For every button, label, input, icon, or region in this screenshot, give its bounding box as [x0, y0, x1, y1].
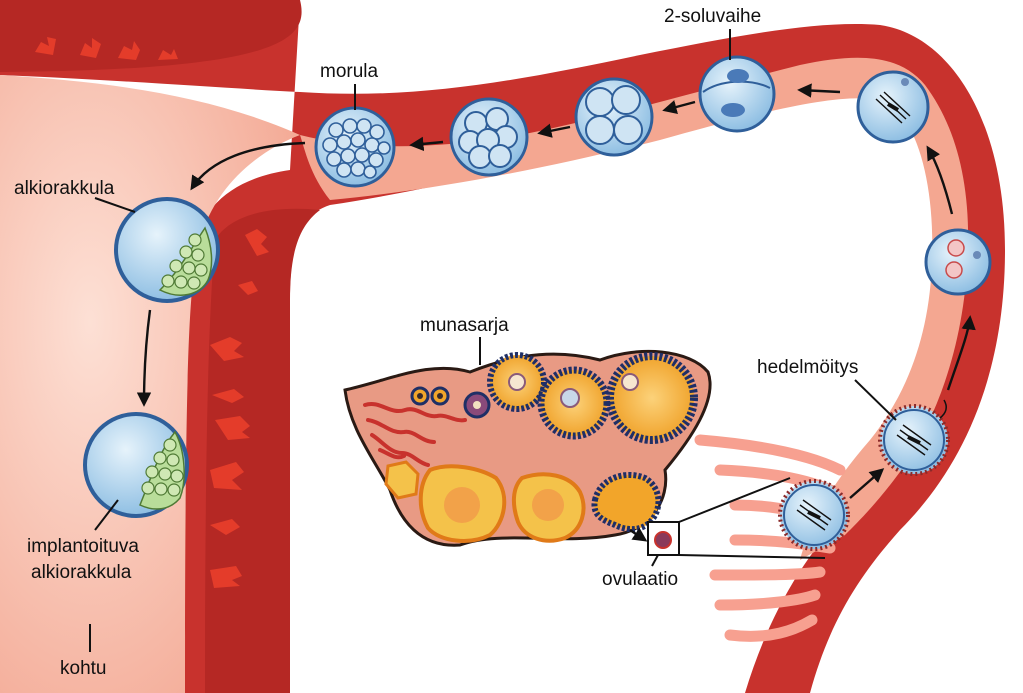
leader-implanting [94, 499, 119, 531]
labels: 2-soluvaihe morula alkiorakkula munasarj… [14, 6, 897, 679]
small-follicles [410, 386, 491, 419]
arrow-4cell-to-8cell [537, 123, 571, 138]
implanting-blastocyst-stage [83, 412, 189, 518]
ovary [343, 349, 826, 559]
corpora-lutea [384, 460, 586, 543]
two-cell-stage [698, 55, 776, 133]
uterus-side-wall [205, 208, 320, 693]
growing-follicles [487, 352, 698, 444]
label-morula: morula [320, 61, 379, 82]
fertilization-stage [878, 399, 950, 476]
arrow-oocyte-to-fertilization [849, 468, 885, 499]
arrow-division-to-2cell [797, 83, 841, 98]
leader-fertilization [854, 379, 897, 421]
arrow-pronuclear-to-division [926, 145, 954, 215]
arrow-2cell-to-4cell [662, 100, 696, 114]
first-division-stage [856, 70, 930, 144]
arrow-fertilization-to-pronuclear [946, 315, 976, 391]
eight-cell-stage [449, 97, 529, 177]
callout-line-top [678, 477, 791, 523]
leader-ovulation [651, 554, 659, 567]
label-implanting-line2: alkiorakkula [31, 562, 132, 583]
endometrial-glands-top [35, 37, 178, 60]
label-two-cell: 2-soluvaihe [664, 6, 761, 27]
callout-line-bottom [678, 554, 826, 559]
blastocyst-stage [114, 197, 220, 303]
label-ovulation: ovulaatio [602, 569, 678, 590]
migration-arrows [136, 83, 976, 499]
arrow-8cell-to-morula [409, 136, 444, 152]
morula-stage [314, 106, 396, 188]
released-oocyte [654, 531, 672, 549]
oocyte-stage [778, 479, 850, 551]
label-uterus: kohtu [60, 658, 106, 679]
four-cell-stage [574, 77, 654, 157]
label-implanting-line1: implantoituva [27, 536, 139, 557]
label-ovary: munasarja [420, 315, 509, 336]
uterine-cavity [0, 75, 300, 693]
endometrial-glands-side [210, 229, 269, 588]
pronuclear-stage [924, 228, 992, 296]
endometrium-top [0, 0, 302, 72]
arrow-blastocyst-to-implanting [136, 309, 152, 407]
leader-blastocyst [94, 197, 136, 213]
developing-embryo-stages [83, 55, 992, 551]
label-fertilization: hedelmöitys [757, 357, 858, 378]
arrow-morula-to-blastocyst [190, 141, 306, 191]
ovary-blood-vessels [363, 401, 467, 467]
ovulation-arrow [629, 527, 648, 542]
label-blastocyst: alkiorakkula [14, 178, 115, 199]
